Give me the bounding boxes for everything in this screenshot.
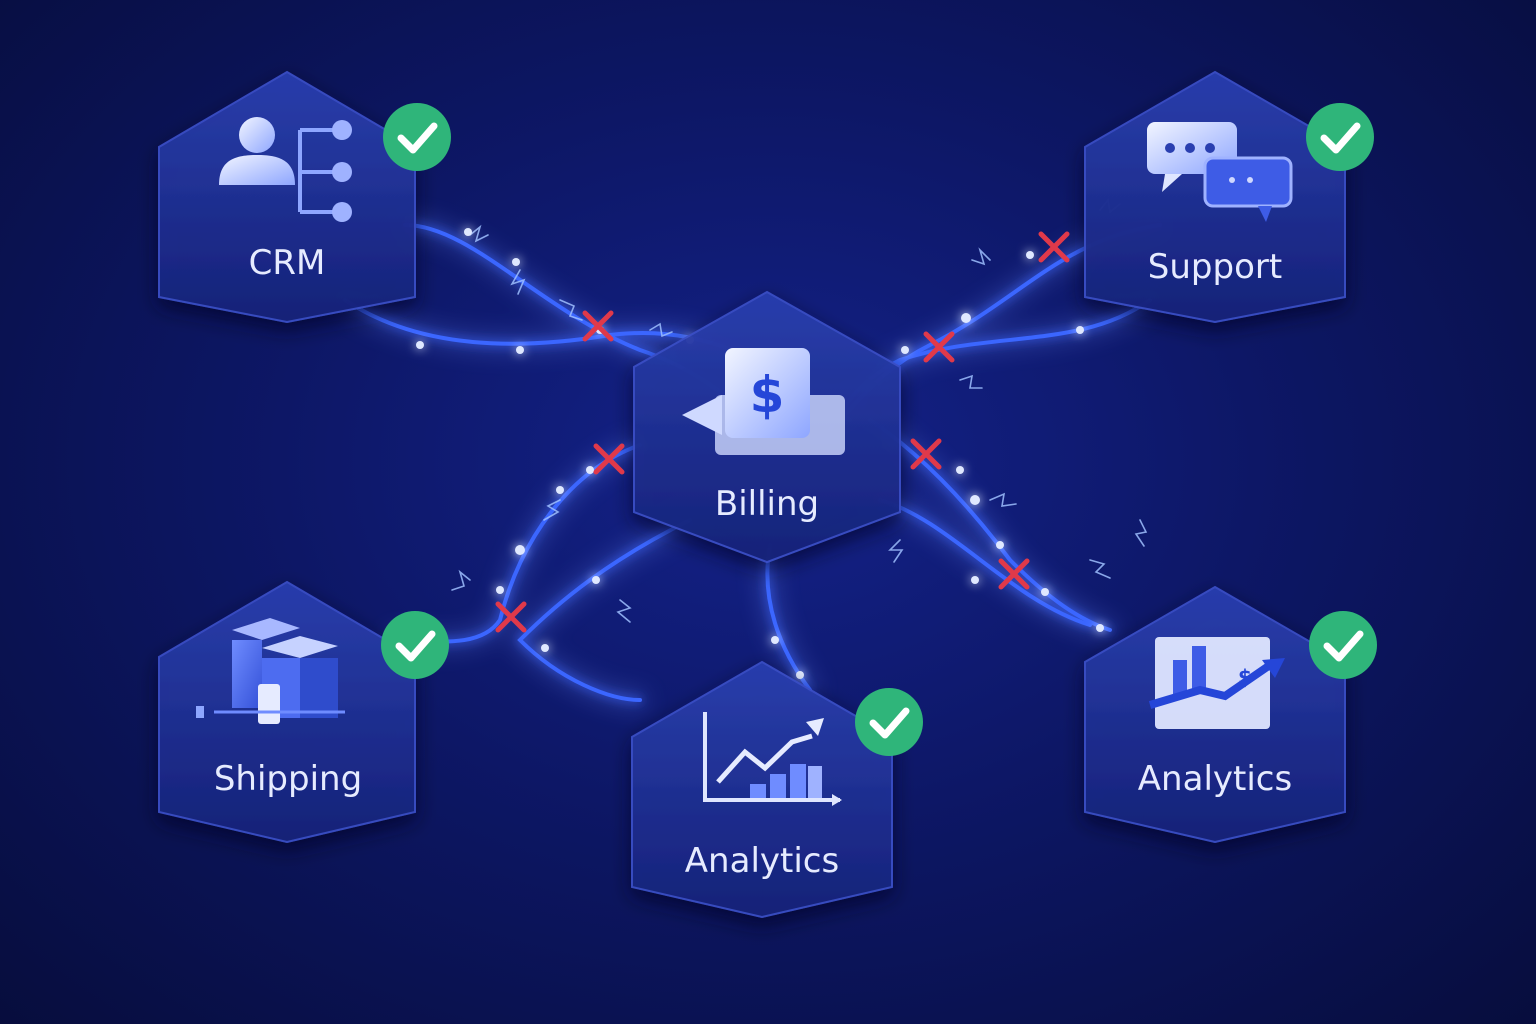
check-icon	[855, 688, 923, 756]
error-x-icon	[923, 331, 955, 363]
growth-chart-icon	[703, 712, 842, 806]
error-x-icon	[910, 438, 942, 470]
label-analytics-right: Analytics	[1138, 759, 1292, 799]
revenue-chart-icon: $	[1148, 637, 1285, 729]
check-icon	[1309, 611, 1377, 679]
error-x-icon	[495, 601, 527, 633]
chat-bubbles-icon	[1147, 122, 1293, 222]
error-x-icon	[998, 558, 1030, 590]
svg-text:$: $	[750, 366, 785, 424]
label-crm: CRM	[249, 243, 326, 283]
package-boxes-icon	[196, 618, 345, 724]
error-x-icon	[1038, 231, 1070, 263]
user-hierarchy-icon	[219, 117, 352, 222]
node-crm[interactable]	[158, 70, 416, 324]
label-analytics-center: Analytics	[685, 841, 839, 881]
label-support: Support	[1148, 247, 1282, 287]
label-billing: Billing	[715, 484, 819, 524]
check-icon	[383, 103, 451, 171]
check-icon	[381, 611, 449, 679]
error-x-icon	[593, 443, 625, 475]
dollar-cards-icon: $	[682, 348, 845, 455]
label-shipping: Shipping	[214, 759, 362, 799]
check-icon	[1306, 103, 1374, 171]
svg-text:$: $	[1238, 665, 1252, 689]
error-x-icon	[582, 310, 614, 342]
